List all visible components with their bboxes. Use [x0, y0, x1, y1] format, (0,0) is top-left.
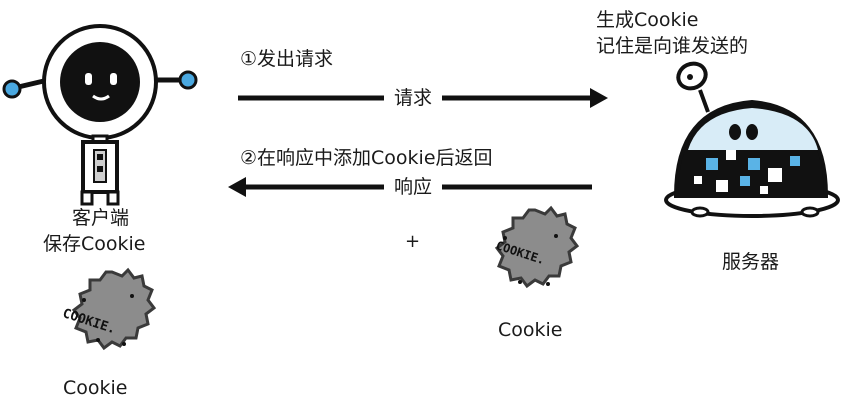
- client-cookie-caption: Cookie: [63, 377, 128, 399]
- response-step-text: ②在响应中添加Cookie后返回: [240, 147, 493, 169]
- response-cookie-caption: Cookie: [498, 319, 563, 341]
- client-label-line1: 客户端: [72, 207, 130, 229]
- client-cookie-lettering: COOKIE.: [61, 306, 118, 337]
- response-arrow-label: 响应: [384, 175, 443, 199]
- plus-sign: +: [405, 231, 421, 252]
- response-cookie-lettering: COOKIE.: [494, 238, 546, 267]
- server-note-line1: 生成Cookie: [596, 9, 699, 31]
- server-label: 服务器: [722, 251, 780, 273]
- request-step-text: ①发出请求: [240, 48, 334, 70]
- client-label-line2: 保存Cookie: [43, 233, 146, 255]
- request-arrow-label: 请求: [384, 86, 443, 110]
- server-note-line2: 记住是向谁发送的: [596, 35, 749, 57]
